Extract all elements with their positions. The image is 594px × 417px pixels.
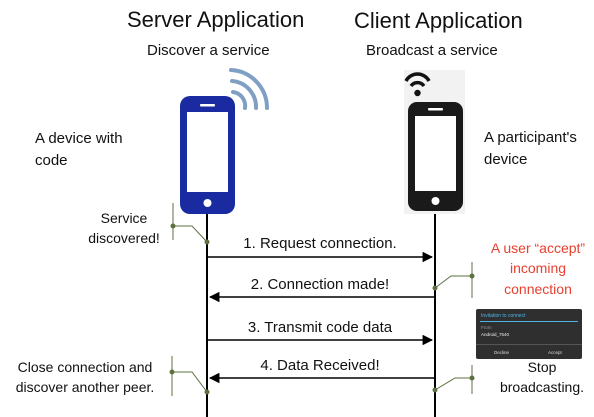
note-user-accept: A user “accept” incoming connection xyxy=(483,238,593,299)
note-connector-close xyxy=(169,356,210,396)
note-service-discovered-line2: discovered! xyxy=(88,230,160,247)
message-label-1: 1. Request connection. xyxy=(243,235,397,252)
invitation-from-label: From xyxy=(481,325,492,330)
note-connector-discovered xyxy=(170,203,210,245)
message-label-2: 2. Connection made! xyxy=(250,276,390,293)
invitation-dialog: Invitation to connect From Android_7540 … xyxy=(476,309,582,359)
accept-button[interactable]: Accept xyxy=(548,350,562,355)
note-connector-stop xyxy=(432,365,475,394)
server-device-label-line1: A device with xyxy=(35,130,123,147)
message-label-4: 4. Data Received! xyxy=(260,357,380,374)
note-stop-broadcasting-line2: broadcasting. xyxy=(499,379,585,396)
note-stop-broadcasting: Stop broadcasting. xyxy=(492,357,592,398)
client-device-label-line1: A participant's xyxy=(484,129,577,146)
note-stop-broadcasting-line1: Stop xyxy=(527,359,557,375)
dialog-button-bar: Decline Accept xyxy=(476,344,582,359)
note-close-connection: Close connection and discover another pe… xyxy=(6,357,164,398)
note-close-connection-line1: Close connection and xyxy=(17,359,153,375)
note-user-accept-line1: A user “accept” xyxy=(490,240,586,256)
server-device-label-line2: code xyxy=(35,151,68,169)
note-user-accept-line2: incoming xyxy=(509,260,567,277)
invitation-from-value: Android_7540 xyxy=(481,332,510,337)
client-device-label-line2: device xyxy=(484,150,528,168)
note-close-connection-line2: discover another peer. xyxy=(15,379,155,396)
message-label-3: 3. Transmit code data xyxy=(247,319,393,336)
server-phone-icon xyxy=(180,96,235,214)
client-device-label: A participant's device xyxy=(484,127,577,171)
client-phone-icon xyxy=(404,70,465,214)
decline-button[interactable]: Decline xyxy=(494,350,510,355)
note-user-accept-line3: connection xyxy=(504,280,572,297)
note-service-discovered-line1: Service xyxy=(100,210,148,226)
note-connector-accept xyxy=(432,262,475,298)
server-device-label: A device with code xyxy=(35,128,123,172)
client-title: Client Application xyxy=(354,8,523,33)
signal-waves-icon xyxy=(229,68,270,110)
dialog-divider xyxy=(480,321,578,322)
server-subtitle: Discover a service xyxy=(147,42,270,59)
invitation-dialog-title: Invitation to connect xyxy=(481,313,526,319)
client-subtitle: Broadcast a service xyxy=(366,42,498,59)
server-title: Server Application xyxy=(127,7,305,32)
note-service-discovered: Service discovered! xyxy=(82,208,166,249)
